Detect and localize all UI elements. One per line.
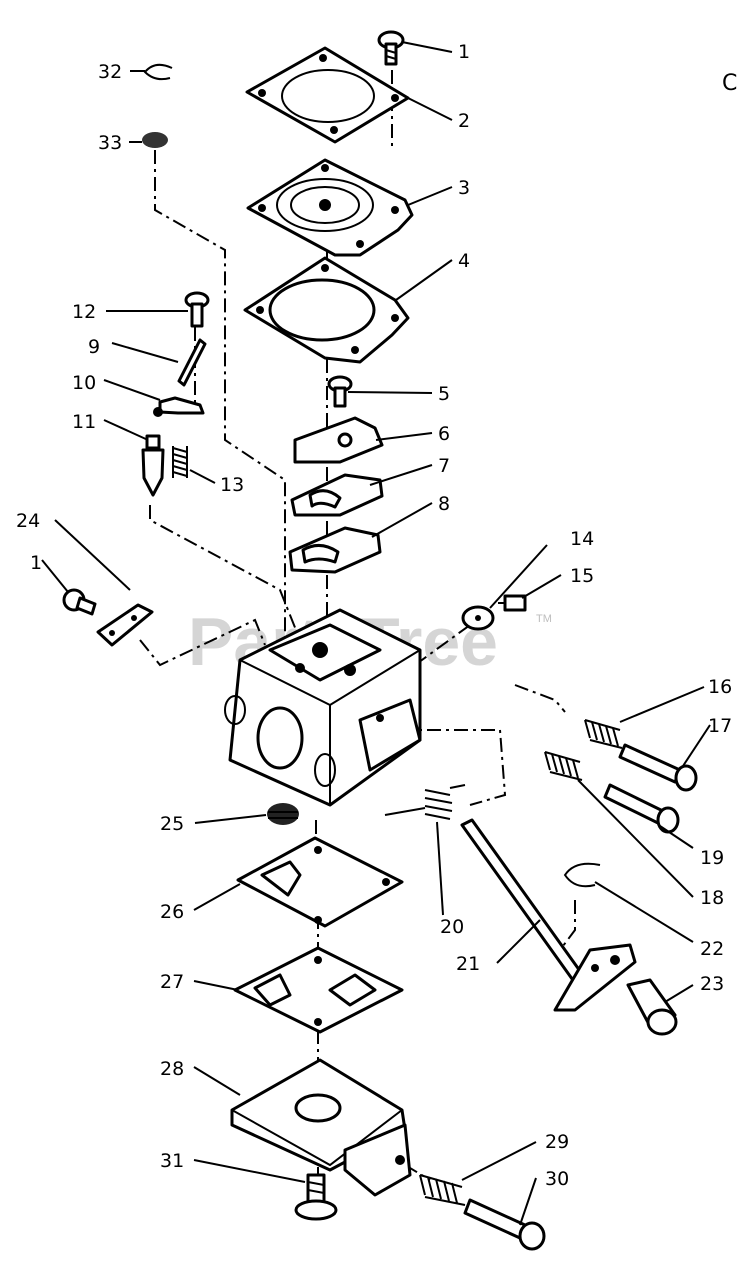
corner-letter: C [722,71,737,96]
callout-labels: 1 2 3 4 5 6 7 8 9 10 11 12 13 14 15 16 1… [16,41,732,1190]
part-8-plate [288,526,382,574]
callout-27: 27 [160,971,184,993]
part-1-screw-left [62,588,97,616]
callout-5: 5 [438,383,450,405]
part-32-clip [143,63,173,81]
part-7-plate [290,473,384,517]
part-25-screen [267,803,299,825]
callout-3: 3 [458,177,470,199]
callout-25: 25 [160,813,184,835]
part-26-gasket [236,836,404,928]
callout-23: 23 [700,973,724,995]
part-12-screw [184,291,210,328]
part-21-throttle-shaft [460,818,637,1012]
part-28-pump-cover [230,1058,412,1197]
part-6-plate [293,416,384,464]
part-17-screw [618,743,698,792]
part-18-spring [544,751,583,781]
part-5-screw [327,375,353,408]
part-14-washer [461,605,495,631]
part-15-screw [498,594,527,612]
callout-1-left: 1 [30,552,42,574]
callout-20: 20 [440,916,464,938]
callout-24: 24 [16,510,40,532]
callout-19: 19 [700,847,724,869]
part-9-pin [177,338,207,387]
callout-4: 4 [458,250,470,272]
leader-lines [41,41,711,1226]
callout-13: 13 [220,474,244,496]
callout-6: 6 [438,423,450,445]
part-23-nut [626,978,678,1036]
callout-30: 30 [545,1168,569,1190]
callout-17: 17 [708,715,732,737]
callout-10: 10 [72,372,96,394]
part-31-screw [294,1173,338,1221]
callout-28: 28 [160,1058,184,1080]
part-20-spring [384,784,466,820]
part-3-diaphragm [246,158,414,257]
callout-2: 2 [458,110,470,132]
callout-12: 12 [72,301,96,323]
callout-31: 31 [160,1150,184,1172]
part-22-clip [563,862,601,888]
part-1-screw-top [377,30,405,66]
part-13-spring [172,446,188,478]
callout-16: 16 [708,676,732,698]
callout-8: 8 [438,493,450,515]
callout-29: 29 [545,1131,569,1153]
callout-9: 9 [88,336,100,358]
part-10-lever [153,396,205,417]
callout-11: 11 [72,411,96,433]
carburetor-body [224,608,422,807]
callout-14: 14 [570,528,594,550]
callout-7: 7 [438,455,450,477]
callout-21: 21 [456,953,480,975]
callout-18: 18 [700,887,724,909]
part-27-gasket [233,946,404,1034]
callout-26: 26 [160,901,184,923]
callout-22: 22 [700,938,724,960]
callout-32: 32 [98,61,122,83]
part-4-gasket [243,256,410,364]
part-24-plate [96,603,154,647]
watermark-trademark: TM [536,613,552,625]
part-19-screw [603,783,680,834]
part-2-cover-plate [245,46,410,144]
callout-1-top: 1 [458,41,470,63]
callout-33: 33 [98,132,122,154]
part-33-screen [142,132,168,148]
part-16-spring [584,719,623,749]
part-11-needle [141,434,165,497]
part-30-screw [463,1198,546,1251]
part-29-spring [419,1174,466,1206]
callout-15: 15 [570,565,594,587]
